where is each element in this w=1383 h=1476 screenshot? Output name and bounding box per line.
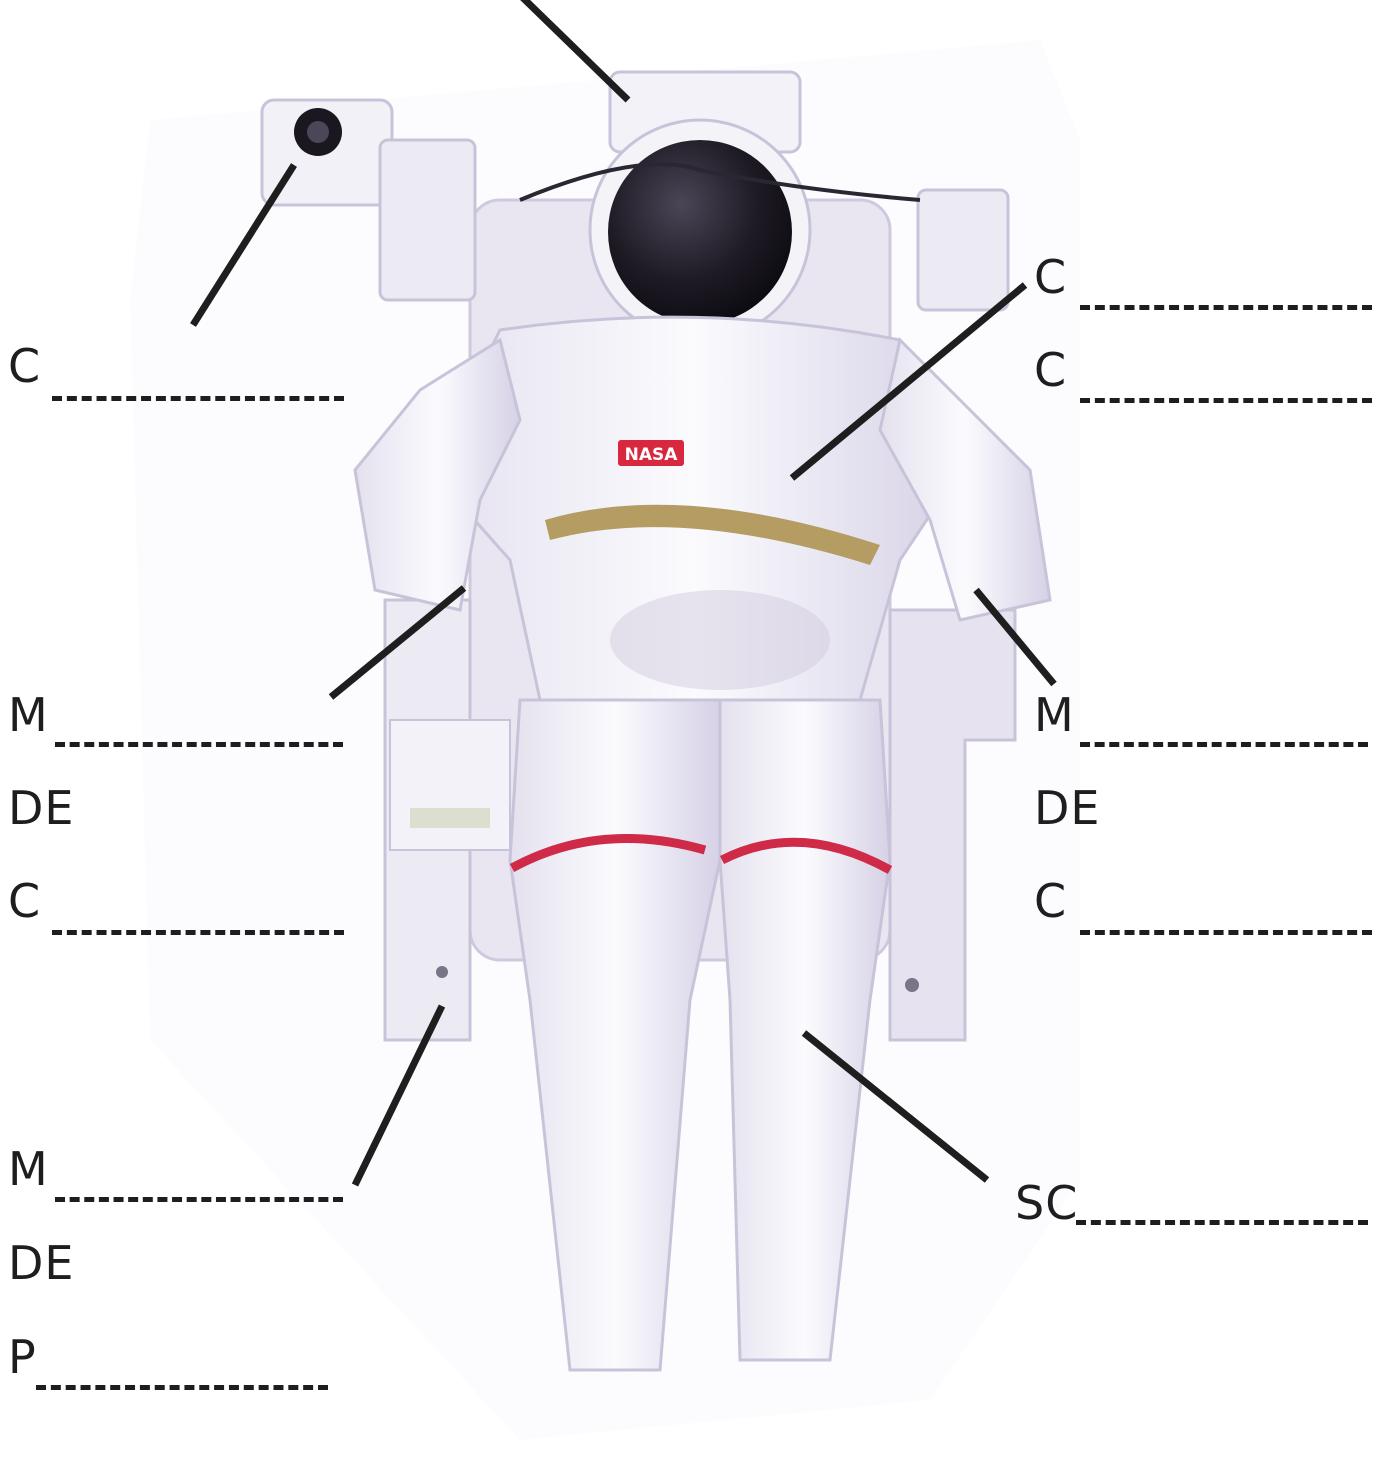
label-left-hand-m: M <box>8 692 49 738</box>
label-leg-sc: SC <box>1015 1180 1078 1226</box>
label-right-hand-c: C <box>1034 878 1067 924</box>
nasa-patch-text: NASA <box>625 445 679 465</box>
helmet-shadow <box>610 590 830 690</box>
blank-camera[interactable] <box>52 396 344 401</box>
blank-left-frame-m[interactable] <box>55 1197 343 1202</box>
label-camera: C <box>8 343 41 389</box>
label-left-frame-de: DE <box>8 1240 75 1286</box>
label-left-hand-de: DE <box>8 785 75 831</box>
blank-left-hand-c[interactable] <box>52 930 344 935</box>
label-chest-c1: C <box>1034 254 1067 300</box>
label-left-frame-m: M <box>8 1146 49 1192</box>
blank-right-hand-m[interactable] <box>1080 742 1368 747</box>
blank-left-hand-m[interactable] <box>55 742 343 747</box>
label-left-frame-p: P <box>8 1334 37 1380</box>
blank-chest-c1[interactable] <box>1080 305 1372 310</box>
label-right-hand-de: DE <box>1034 785 1101 831</box>
blank-left-frame-p[interactable] <box>36 1385 328 1390</box>
label-chest-c2: C <box>1034 347 1067 393</box>
blank-chest-c2[interactable] <box>1080 398 1372 403</box>
blank-leg-sc[interactable] <box>1076 1220 1368 1225</box>
label-left-hand-c: C <box>8 878 41 924</box>
blank-right-hand-c[interactable] <box>1080 930 1372 935</box>
label-right-hand-m: M <box>1034 692 1075 738</box>
